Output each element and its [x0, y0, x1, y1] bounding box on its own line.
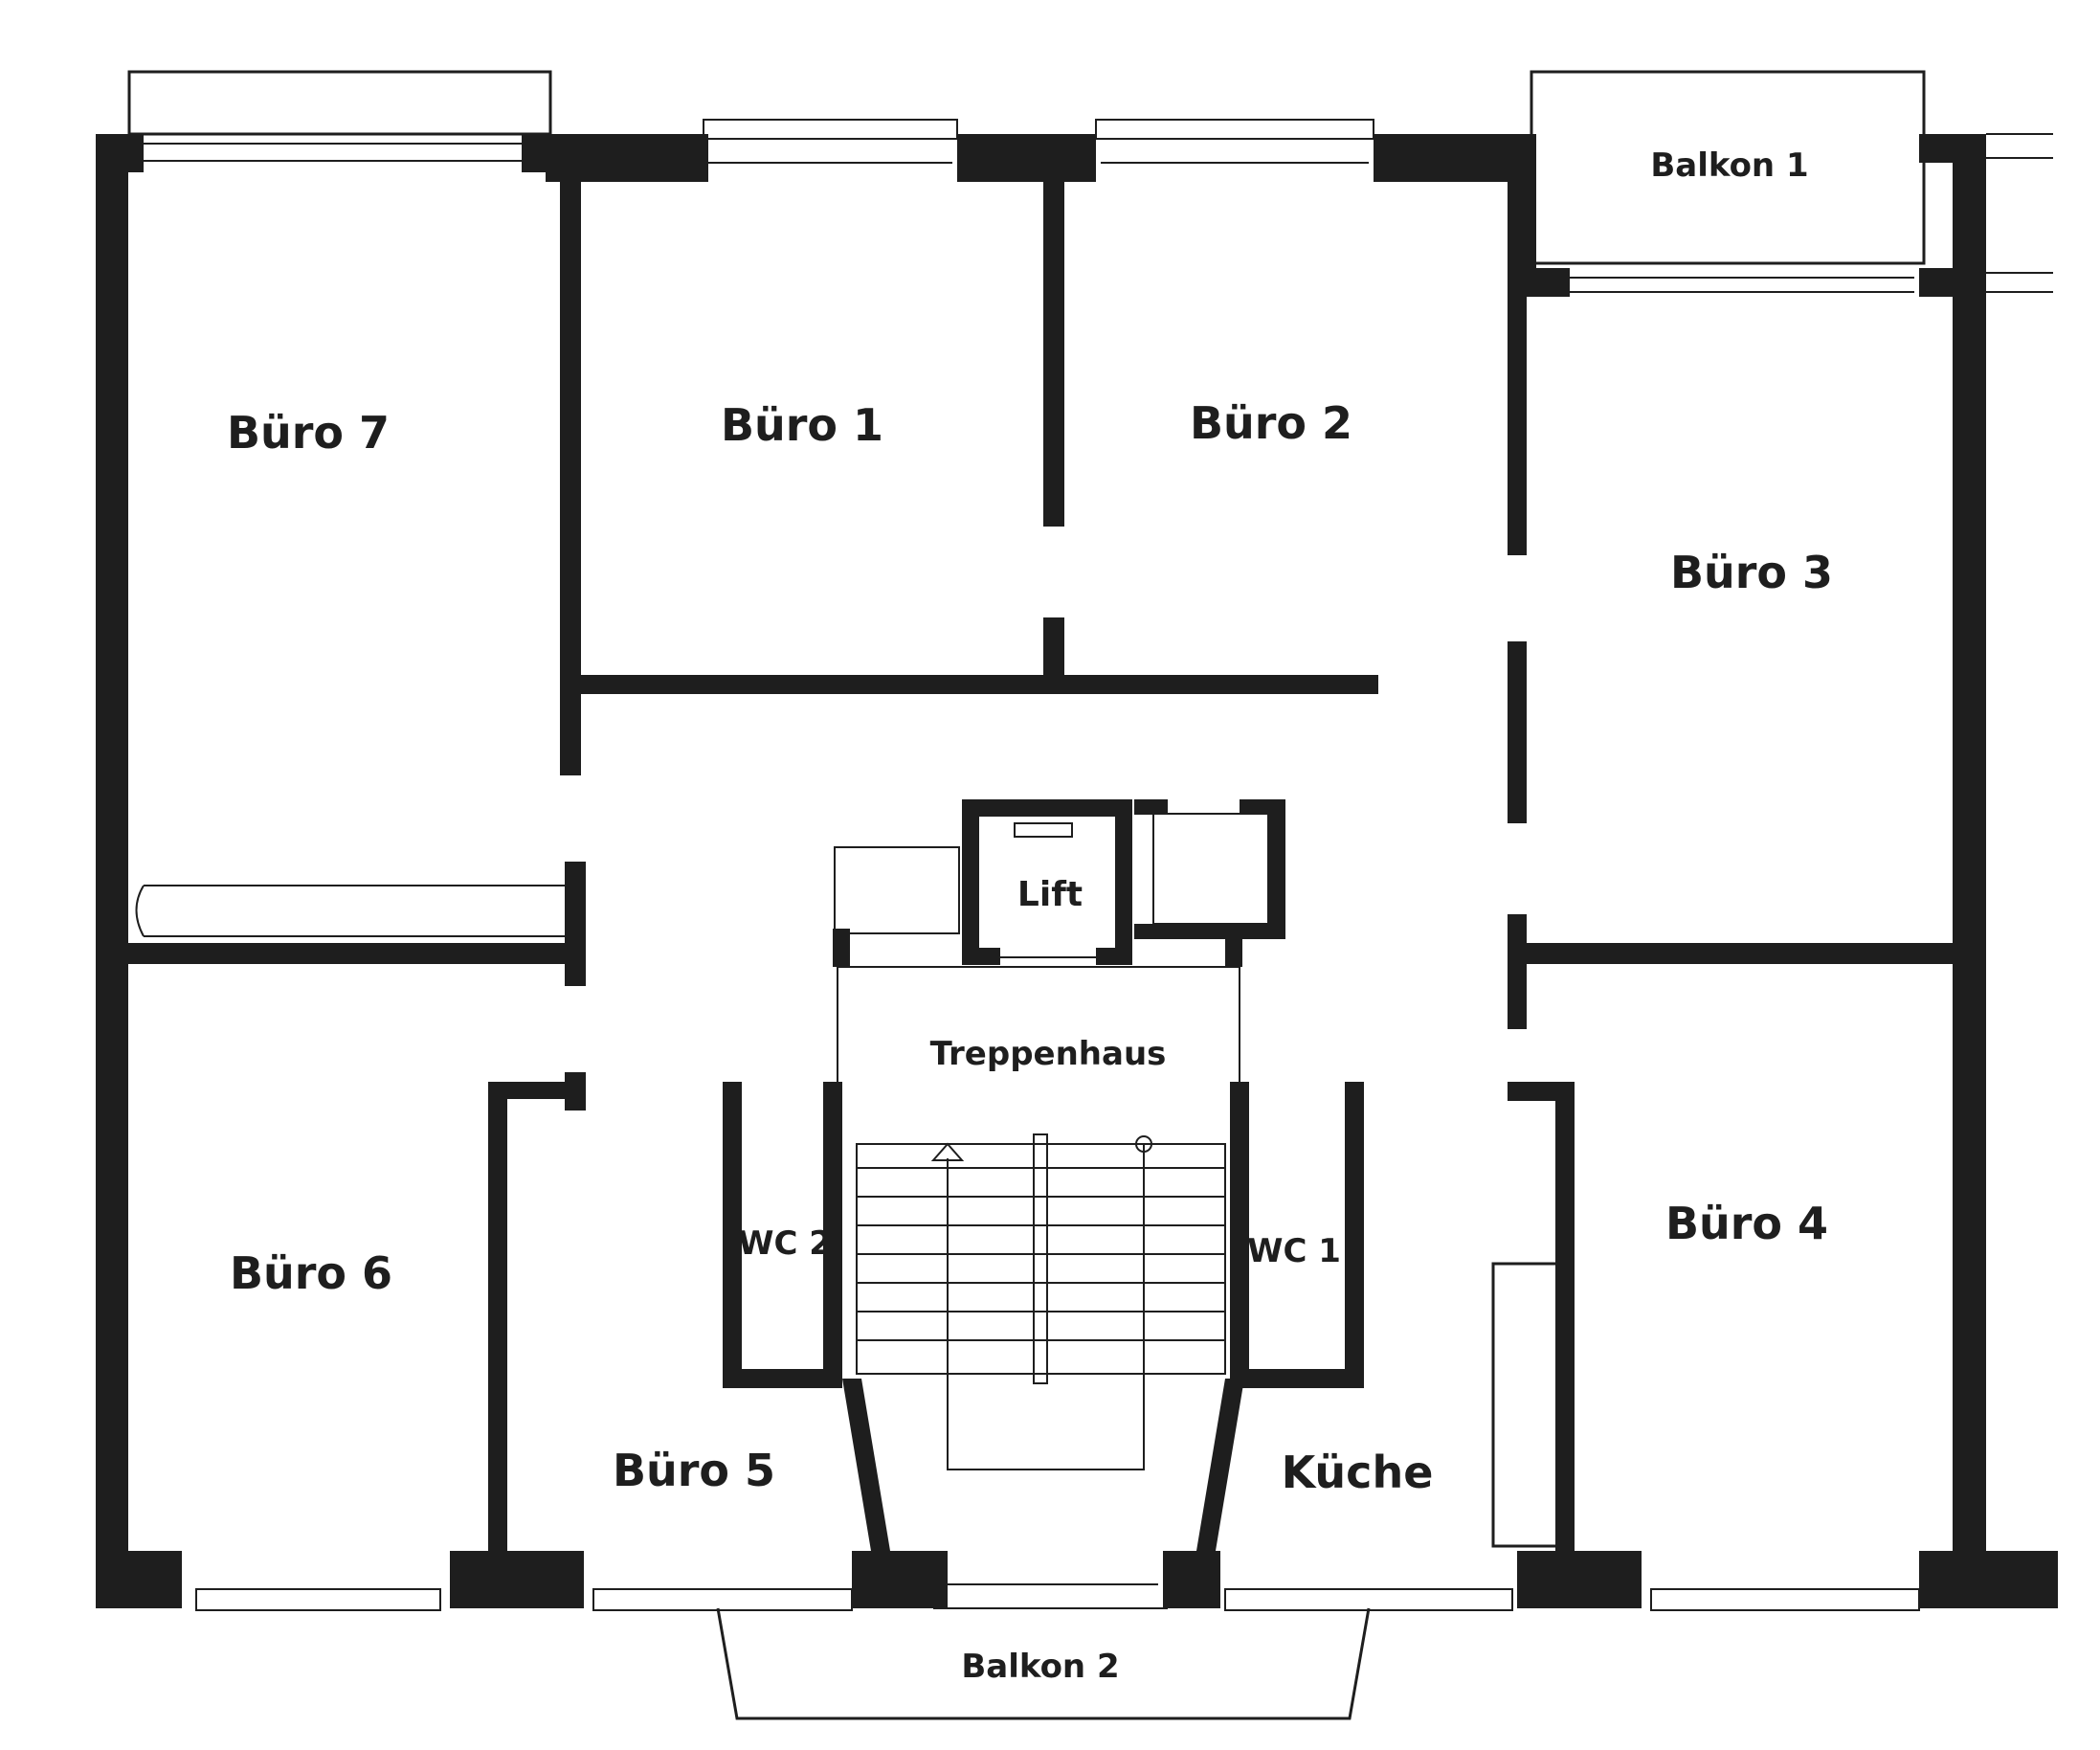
- label-buero1: Büro 1: [721, 399, 883, 451]
- room-labels: Büro 7 Büro 1 Büro 2 Büro 3 Büro 4 Büro …: [227, 146, 1833, 1686]
- label-lift: Lift: [1017, 875, 1083, 914]
- thin-lines: [127, 70, 2053, 1720]
- label-buero6: Büro 6: [230, 1247, 392, 1299]
- label-treppenhaus: Treppenhaus: [930, 1035, 1167, 1073]
- label-buero5: Büro 5: [613, 1445, 775, 1496]
- label-wc1: WC 1: [1247, 1232, 1341, 1270]
- walls: [96, 134, 2058, 1608]
- label-balkon2: Balkon 2: [961, 1648, 1119, 1686]
- label-buero4: Büro 4: [1665, 1198, 1828, 1249]
- label-buero3: Büro 3: [1670, 547, 1833, 598]
- label-wc2: WC 2: [738, 1224, 832, 1263]
- label-balkon1: Balkon 1: [1650, 146, 1808, 185]
- label-buero2: Büro 2: [1190, 397, 1352, 449]
- label-kueche: Küche: [1282, 1447, 1434, 1498]
- label-buero7: Büro 7: [227, 407, 390, 459]
